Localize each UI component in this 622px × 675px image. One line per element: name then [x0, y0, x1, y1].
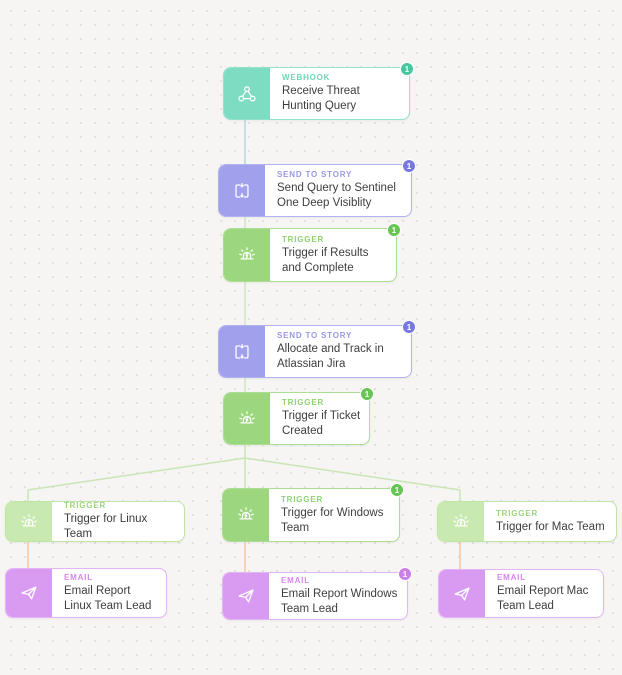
node-title: Trigger for Windows Team [281, 506, 384, 534]
send-to-story-icon [235, 182, 249, 198]
node-type-label: TRIGGER [282, 398, 325, 407]
node-title: Email Report Linux Team Lead [64, 584, 152, 612]
node-allocate-and-track-in-atlassian-jira[interactable]: SEND TO STORY Allocate and Track in Atla… [218, 320, 416, 378]
node-icon-area [223, 573, 269, 619]
trigger-icon [21, 513, 37, 526]
node-type-label: EMAIL [497, 573, 526, 582]
node-content: TRIGGER Trigger if Ticket Created [270, 393, 369, 444]
node-title: Receive Threat Hunting Query [282, 85, 360, 112]
node-content: SEND TO STORY Allocate and Track in Atla… [265, 326, 411, 377]
node-icon-area [224, 229, 270, 281]
node-type-label: EMAIL [281, 575, 310, 585]
node-content: WEBHOOK Receive Threat Hunting Query [270, 68, 409, 119]
node-icon-area [439, 570, 485, 617]
node-type-label: TRIGGER [281, 494, 324, 504]
trigger-icon [239, 410, 255, 423]
node-type-label: WEBHOOK [282, 73, 331, 82]
node-icon-area [223, 489, 269, 541]
node-type-label: TRIGGER [64, 501, 107, 510]
event-count-badge[interactable]: 1 [360, 387, 374, 401]
node-title: Allocate and Track in Atlassian Jira [277, 343, 384, 370]
webhook-icon [238, 85, 256, 102]
node-content: TRIGGER Trigger for Windows Team [269, 489, 399, 541]
event-count-badge[interactable]: 1 [402, 159, 416, 173]
node-type-label: TRIGGER [282, 234, 325, 244]
node-icon-area [219, 326, 265, 377]
node-type-label: TRIGGER [496, 508, 539, 518]
node-icon-area [6, 502, 52, 541]
node-type-label: EMAIL [64, 572, 93, 582]
node-send-query-to-sentinel-one-deep-visiblity[interactable]: SEND TO STORY Send Query to Sentinel One… [218, 159, 416, 217]
event-count-badge[interactable]: 1 [387, 223, 401, 237]
node-trigger-for-mac-team[interactable]: TRIGGER Trigger for Mac Team [437, 501, 617, 542]
node-content: EMAIL Email Report Windows Team Lead [269, 573, 407, 619]
node-content: TRIGGER Trigger for Linux Team [52, 501, 184, 541]
email-icon [454, 586, 470, 601]
email-icon [238, 589, 254, 603]
node-trigger-if-ticket-created[interactable]: TRIGGER Trigger if Ticket Created 1 [223, 387, 374, 445]
node-icon-area [438, 502, 484, 541]
trigger-icon [238, 507, 254, 520]
node-title: Email Report Windows Team Lead [281, 587, 398, 615]
event-count-badge[interactable]: 1 [398, 567, 412, 581]
node-receive-threat-hunting-query[interactable]: WEBHOOK Receive Threat Hunting Query 1 [223, 62, 414, 120]
node-trigger-for-linux-team[interactable]: TRIGGER Trigger for Linux Team [5, 501, 185, 542]
node-title: Trigger for Linux Team [64, 513, 148, 540]
workflow-edge [244, 457, 461, 502]
node-trigger-if-results-and-complete[interactable]: TRIGGER Trigger if Results and Complete … [223, 223, 401, 282]
node-content: EMAIL Email Report Linux Team Lead [52, 569, 166, 617]
node-title: Email Report Mac Team Lead [497, 585, 589, 612]
node-content: TRIGGER Trigger if Results and Complete [270, 229, 396, 281]
workflow-edge [27, 444, 246, 502]
node-trigger-for-windows-team[interactable]: TRIGGER Trigger for Windows Team 1 [222, 483, 404, 542]
node-title: Trigger if Results and Complete [282, 246, 369, 274]
event-count-badge[interactable]: 1 [402, 320, 416, 334]
node-email-report-windows-team-lead[interactable]: EMAIL Email Report Windows Team Lead 1 [222, 567, 412, 620]
node-type-label: SEND TO STORY [277, 331, 353, 340]
node-icon-area [224, 68, 270, 119]
node-title: Send Query to Sentinel One Deep Visiblit… [277, 182, 396, 209]
event-count-badge[interactable]: 1 [390, 483, 404, 497]
send-to-story-icon [235, 343, 249, 359]
node-title: Trigger for Mac Team [496, 520, 605, 533]
node-email-report-mac-team-lead[interactable]: EMAIL Email Report Mac Team Lead [438, 569, 604, 618]
node-title: Trigger if Ticket Created [282, 410, 361, 437]
node-icon-area [224, 393, 270, 444]
node-content: TRIGGER Trigger for Mac Team [484, 502, 616, 541]
node-email-report-linux-team-lead[interactable]: EMAIL Email Report Linux Team Lead [5, 568, 167, 618]
trigger-icon [453, 513, 469, 526]
node-content: EMAIL Email Report Mac Team Lead [485, 570, 603, 617]
email-icon [21, 586, 37, 600]
trigger-icon [239, 247, 255, 260]
node-icon-area [6, 569, 52, 617]
node-icon-area [219, 165, 265, 216]
node-type-label: SEND TO STORY [277, 170, 353, 179]
event-count-badge[interactable]: 1 [400, 62, 414, 76]
node-content: SEND TO STORY Send Query to Sentinel One… [265, 165, 411, 216]
